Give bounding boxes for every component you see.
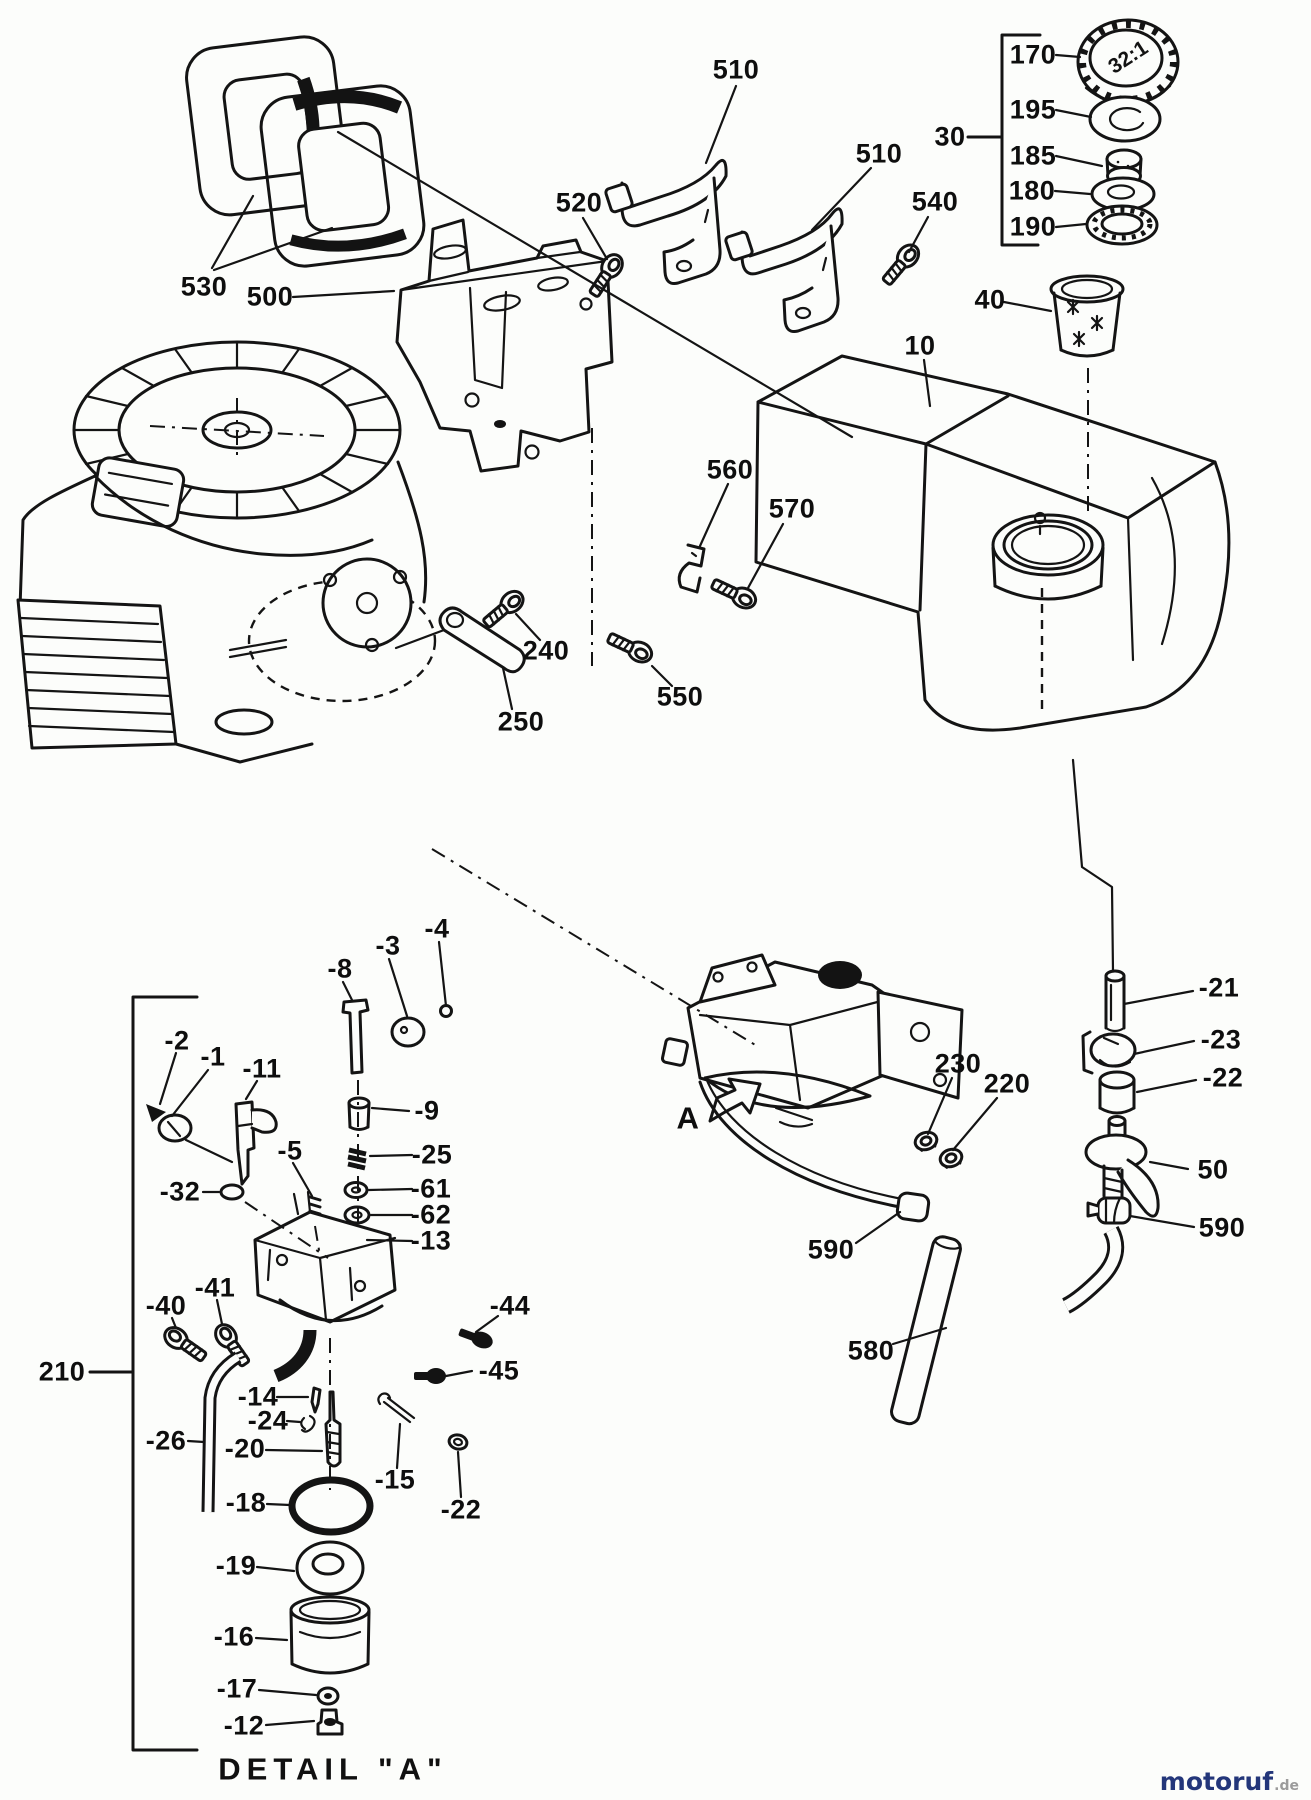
clamp-590-left xyxy=(895,1191,931,1223)
fuel-cap-170: 32:1 xyxy=(1076,18,1180,106)
cap-gasket-195 xyxy=(1088,95,1162,143)
part-label-m22: -22 xyxy=(1202,1062,1244,1093)
part-label-180: 180 xyxy=(1008,175,1056,206)
part-label-m12: -12 xyxy=(223,1710,265,1741)
engine-assembly xyxy=(16,340,437,764)
part-label-m24: -24 xyxy=(247,1405,289,1436)
part-label-550: 550 xyxy=(656,681,704,712)
nut-230 xyxy=(911,1128,941,1154)
part-label-m3: -3 xyxy=(375,930,401,961)
screw-550 xyxy=(603,627,657,668)
part-label-170: 170 xyxy=(1009,39,1057,70)
fuel-cap-group: 32:1 xyxy=(966,18,1180,247)
part-label-220: 220 xyxy=(983,1068,1031,1099)
air-filter-elements xyxy=(185,35,426,268)
clamp-590-right xyxy=(1086,1196,1132,1225)
part-label-10: 10 xyxy=(904,330,936,361)
part-label-m20: -20 xyxy=(224,1433,266,1464)
part-label-m45: -45 xyxy=(478,1355,520,1386)
part-label-m14: -14 xyxy=(237,1381,279,1412)
part-label-510: 510 xyxy=(855,138,903,169)
part-label-m17: -17 xyxy=(216,1673,258,1704)
part-label-m40: -40 xyxy=(145,1290,187,1321)
part-label-30: 30 xyxy=(934,121,966,152)
carburetor-assembly xyxy=(660,953,964,1128)
part-label-230: 230 xyxy=(934,1048,982,1079)
view-label-a: A xyxy=(676,1100,700,1136)
watermark-suffix: .de xyxy=(1274,1778,1299,1794)
part-label-m4: -4 xyxy=(424,913,450,944)
part-label-m41: -41 xyxy=(194,1272,236,1303)
clamp-23 xyxy=(1081,1030,1137,1075)
part-label-250: 250 xyxy=(497,706,545,737)
fuel-hose-580 xyxy=(698,1076,962,1426)
view-arrow-a xyxy=(708,1077,762,1123)
watermark-main: motoruf xyxy=(1159,1767,1274,1796)
part-label-m22: -22 xyxy=(440,1494,482,1525)
watermark: motoruf.de xyxy=(1160,1769,1299,1794)
part-label-m8: -8 xyxy=(327,953,353,984)
bolt-240 xyxy=(478,585,529,633)
centerlines xyxy=(244,130,1089,1490)
part-label-500: 500 xyxy=(246,281,294,312)
cap-grommet-190 xyxy=(1085,204,1159,246)
part-label-210: 210 xyxy=(38,1356,86,1387)
cup-22 xyxy=(1098,1070,1136,1115)
part-label-m62: -62 xyxy=(410,1199,452,1230)
part-label-185: 185 xyxy=(1009,140,1057,171)
part-label-m44: -44 xyxy=(489,1290,531,1321)
part-label-540: 540 xyxy=(911,186,959,217)
part-label-m32: -32 xyxy=(159,1176,201,1207)
part-label-195: 195 xyxy=(1009,94,1057,125)
part-label-510: 510 xyxy=(712,54,760,85)
part-label-m9: -9 xyxy=(414,1095,440,1126)
part-label-m25: -25 xyxy=(411,1139,453,1170)
mounting-bracket-500 xyxy=(395,218,614,473)
part-label-590: 590 xyxy=(1198,1212,1246,1243)
part-label-m23: -23 xyxy=(1200,1024,1242,1055)
part-label-m15: -15 xyxy=(374,1464,416,1495)
part-label-m2: -2 xyxy=(164,1025,190,1056)
fuel-line-parts xyxy=(1061,758,1160,1314)
detail-caption: DETAIL "A" xyxy=(218,1751,448,1787)
part-label-m13: -13 xyxy=(410,1225,452,1256)
part-label-m18: -18 xyxy=(225,1487,267,1518)
fuel-valve-50 xyxy=(1084,1115,1160,1218)
part-label-m19: -19 xyxy=(215,1550,257,1581)
part-label-40: 40 xyxy=(974,284,1006,315)
part-label-530: 530 xyxy=(180,271,228,302)
nut-220 xyxy=(936,1145,966,1171)
part-label-50: 50 xyxy=(1197,1154,1229,1185)
part-label-570: 570 xyxy=(768,493,816,524)
part-label-580: 580 xyxy=(847,1335,895,1366)
part-label-560: 560 xyxy=(706,454,754,485)
part-label-m5: -5 xyxy=(277,1135,303,1166)
part-label-240: 240 xyxy=(522,635,570,666)
fuel-pipe-21 xyxy=(1104,969,1126,1033)
strap-510-left xyxy=(604,158,728,285)
part-label-190: 190 xyxy=(1009,211,1057,242)
part-label-520: 520 xyxy=(555,187,603,218)
strap-510-right xyxy=(724,207,844,333)
clamp-560 xyxy=(677,543,706,594)
part-label-590: 590 xyxy=(807,1234,855,1265)
part-label-m16: -16 xyxy=(213,1621,255,1652)
detail-a-parts xyxy=(88,995,493,1752)
leader-lines xyxy=(158,53,1198,1727)
filter-cup-40 xyxy=(1049,274,1125,358)
part-label-m21: -21 xyxy=(1198,972,1240,1003)
part-label-m11: -11 xyxy=(242,1053,282,1084)
fuel-tank-10 xyxy=(754,354,1231,732)
part-label-m26: -26 xyxy=(145,1425,187,1456)
link-250 xyxy=(394,606,526,674)
part-label-m61: -61 xyxy=(410,1173,452,1204)
part-label-m1: -1 xyxy=(200,1041,226,1072)
screw-540 xyxy=(877,239,925,290)
